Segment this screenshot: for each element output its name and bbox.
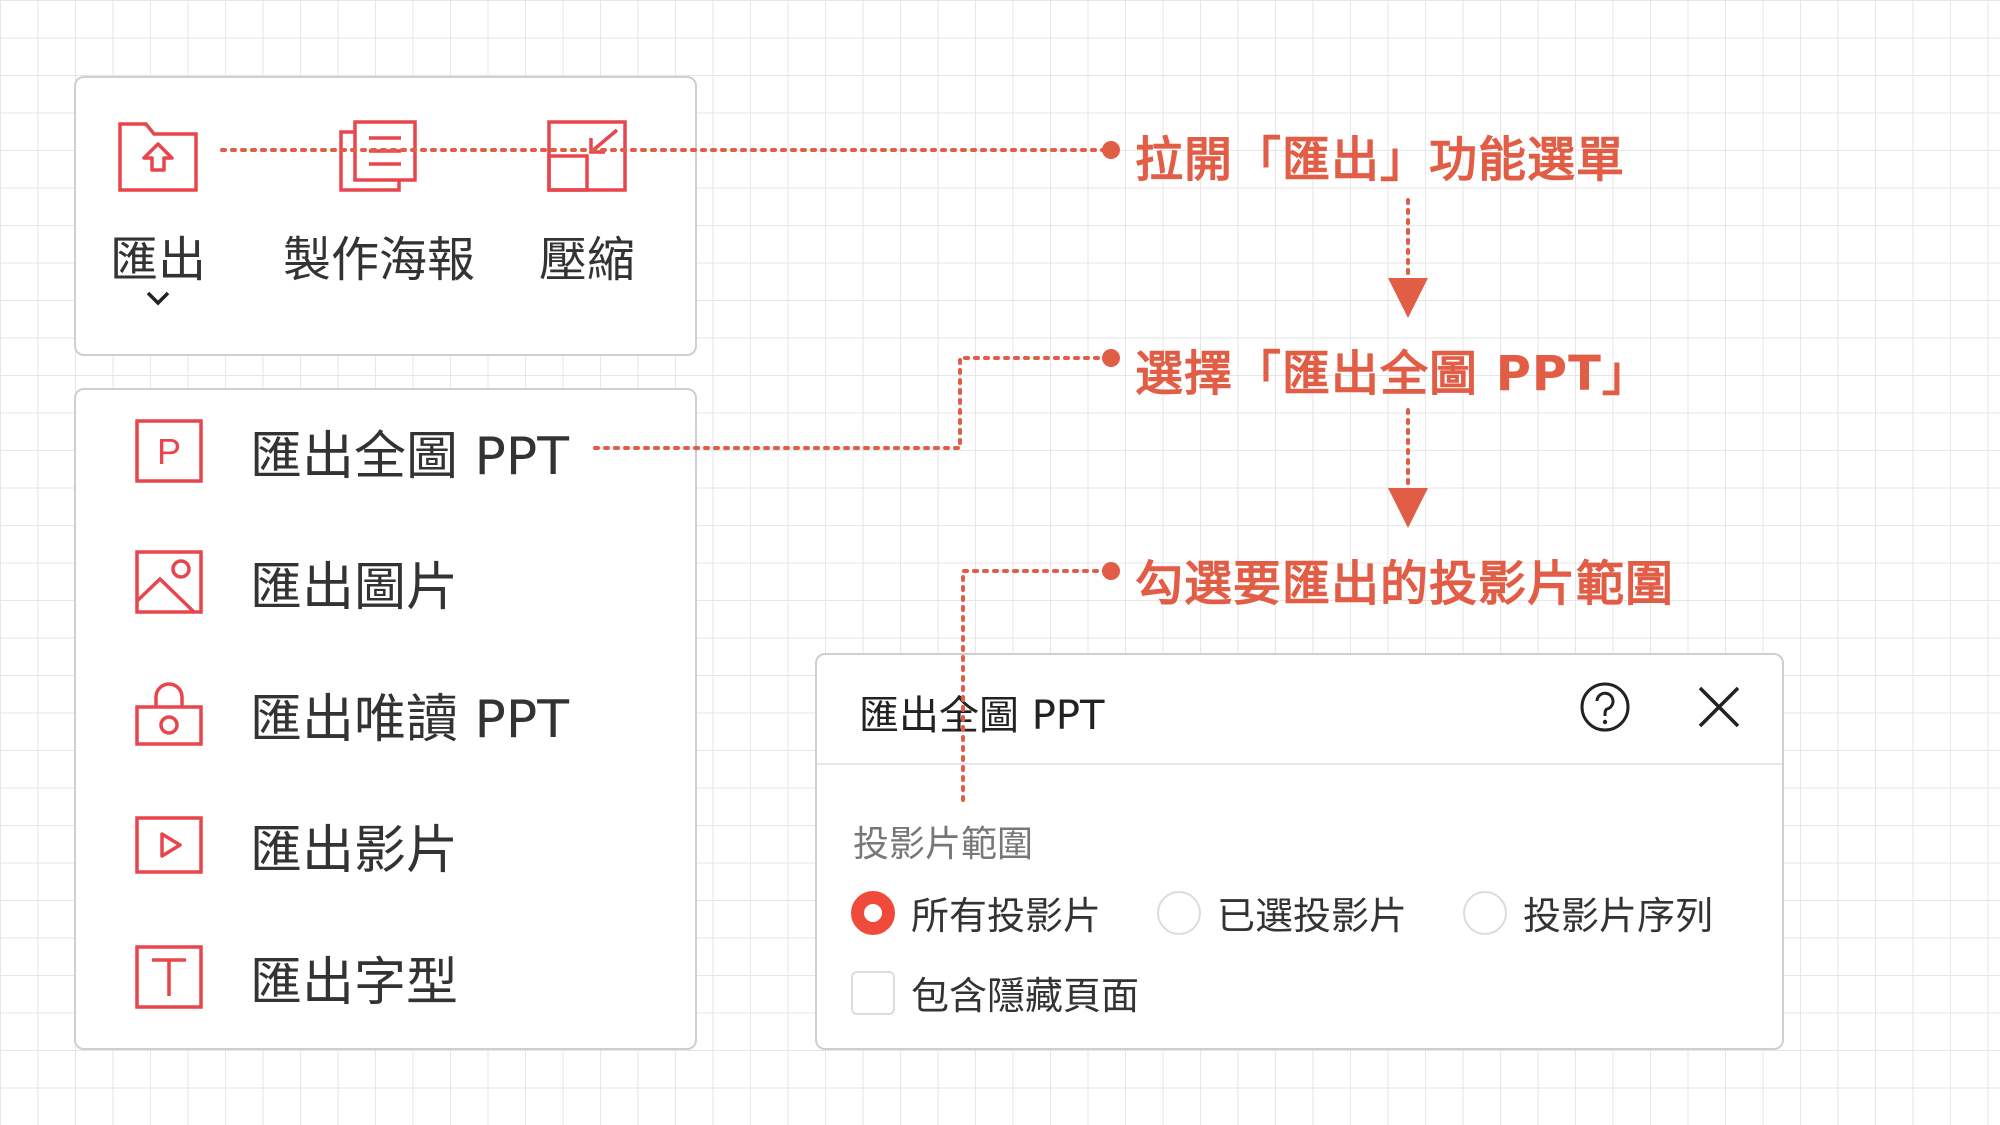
menu-item-export-fonts[interactable]: 匯出字型	[134, 932, 458, 1022]
menu-item-export-video[interactable]: 匯出影片	[134, 800, 458, 890]
dialog-header: 匯出全圖 PPT	[817, 655, 1782, 765]
export-button[interactable]: 匯出	[110, 118, 206, 306]
video-play-icon	[135, 816, 203, 874]
annotation-line-step2	[593, 356, 1110, 450]
annotation-step3: 勾選要匯出的投影片範圍	[1135, 556, 1675, 612]
make-poster-label: 製作海報	[282, 232, 475, 288]
annotation-step2: 選擇「匯出全圖 PPT」	[1135, 346, 1651, 402]
menu-item-export-full-ppt[interactable]: P 匯出全圖 PPT	[134, 406, 569, 496]
include-hidden-checkbox[interactable]	[851, 970, 895, 1015]
include-hidden-option[interactable]: 包含隱藏頁面	[851, 965, 1139, 1020]
export-label: 匯出	[110, 232, 207, 288]
lock-icon	[135, 682, 203, 746]
annotation-dot-step2	[1102, 349, 1120, 367]
menu-item-label: 匯出字型	[250, 952, 459, 1013]
dialog-title: 匯出全圖 PPT	[859, 693, 1105, 739]
folder-export-icon	[118, 122, 198, 192]
menu-item-label: 匯出全圖 PPT	[250, 426, 570, 487]
annotation-dot-step3	[1102, 562, 1120, 580]
chevron-down-icon[interactable]	[145, 290, 171, 306]
annotation-step1: 拉開「匯出」功能選單	[1135, 132, 1626, 188]
export-dropdown-menu: P 匯出全圖 PPT 匯出圖片 匯出唯讀 PPT 匯出影片 匯出字型	[74, 388, 697, 1050]
radio-option-label: 所有投影片	[911, 894, 1102, 938]
toolbar-panel: 匯出 製作海報 壓縮	[74, 76, 697, 356]
slide-range-radio-group: 所有投影片 已選投影片 投影片序列	[851, 885, 1769, 940]
image-icon	[135, 550, 203, 614]
menu-item-label: 匯出圖片	[250, 557, 459, 618]
radio-button-selected[interactable]	[851, 890, 895, 935]
slide-range-label: 投影片範圍	[853, 824, 1034, 865]
menu-item-export-readonly-ppt[interactable]: 匯出唯讀 PPT	[134, 669, 569, 759]
ppt-letter-icon: P	[135, 419, 203, 483]
compress-label: 壓縮	[538, 232, 635, 288]
radio-button[interactable]	[1157, 890, 1202, 935]
help-icon[interactable]	[1578, 680, 1632, 734]
radio-option-label: 已選投影片	[1217, 894, 1408, 938]
close-icon[interactable]	[1692, 680, 1746, 734]
include-hidden-label: 包含隱藏頁面	[911, 974, 1140, 1018]
compress-icon	[547, 120, 627, 192]
radio-option-selected-slides[interactable]: 已選投影片	[1157, 885, 1407, 940]
compress-button[interactable]: 壓縮	[521, 118, 653, 290]
radio-option-label: 投影片序列	[1523, 894, 1714, 938]
annotation-dot-step1	[1102, 141, 1120, 159]
annotation-line-step3	[961, 569, 1110, 802]
radio-button[interactable]	[1463, 890, 1508, 935]
radio-option-slide-sequence[interactable]: 投影片序列	[1463, 885, 1713, 940]
menu-item-label: 匯出唯讀 PPT	[250, 689, 570, 750]
menu-item-label: 匯出影片	[250, 820, 459, 881]
svg-text:P: P	[157, 431, 181, 472]
radio-option-all-slides[interactable]: 所有投影片	[851, 885, 1101, 940]
menu-item-export-images[interactable]: 匯出圖片	[134, 537, 458, 627]
make-poster-button[interactable]: 製作海報	[264, 118, 494, 290]
text-font-icon	[135, 945, 203, 1009]
export-full-ppt-dialog: 匯出全圖 PPT 投影片範圍 所有投影片 已選投影片 投影片序列 包含隱藏頁面	[815, 653, 1784, 1050]
